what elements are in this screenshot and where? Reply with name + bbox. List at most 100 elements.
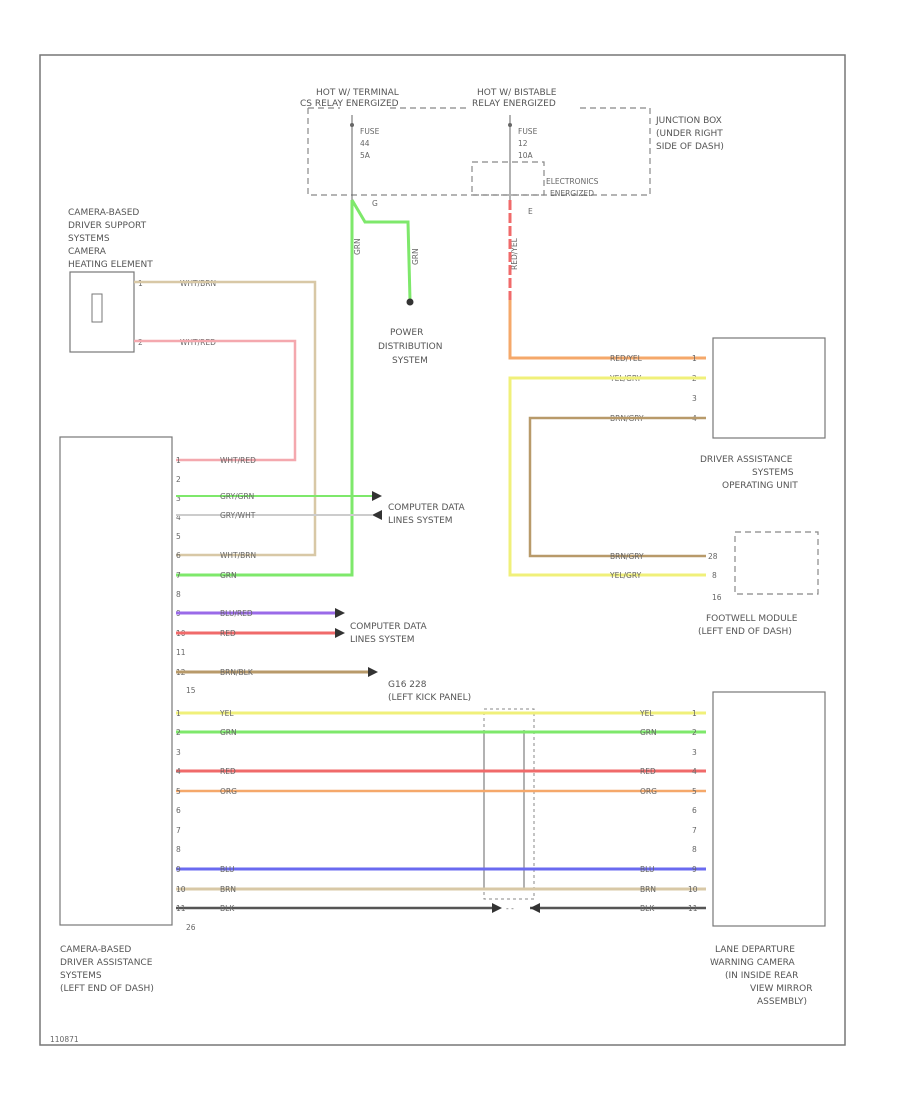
module-bpin: 11 bbox=[176, 904, 186, 913]
wire-label: GRN bbox=[220, 728, 237, 737]
yel-gry-wire bbox=[508, 376, 706, 577]
module-bpin: 7 bbox=[176, 826, 181, 835]
computer-data-2-line-1: COMPUTER DATA bbox=[350, 622, 427, 632]
pd-wire-label-3: RED/YEL bbox=[510, 237, 519, 270]
ground-label-2: (LEFT KICK PANEL) bbox=[388, 693, 471, 703]
wire-label: BRN bbox=[220, 885, 236, 894]
wire-label: ORG bbox=[220, 787, 237, 796]
footwell-pin: 8 bbox=[712, 571, 717, 580]
fuse-b-rating: 10A bbox=[518, 151, 534, 160]
wire-label: GRY/WHT bbox=[220, 511, 256, 520]
junction-box-label-3: SIDE OF DASH) bbox=[656, 142, 724, 152]
lane-departure-camera: LANE DEPARTURE WARNING CAMERA (IN INSIDE… bbox=[710, 691, 826, 1007]
footwell-wire-label: BRN/GRY bbox=[610, 552, 644, 561]
module-pin: 5 bbox=[176, 532, 181, 541]
computer-data-1-line-2: LINES SYSTEM bbox=[388, 516, 453, 526]
splice-g-label: G bbox=[372, 199, 378, 208]
camera-heating-element: CAMERA-BASED DRIVER SUPPORT SYSTEMS CAME… bbox=[68, 208, 216, 353]
module-pin: 8 bbox=[176, 590, 181, 599]
electronics-label-1: ELECTRONICS bbox=[546, 177, 599, 186]
lane-camera-wire-labels: YEL GRN RED ORG BLU BRN BLK bbox=[639, 709, 657, 913]
lane-pin: 1 bbox=[692, 709, 697, 718]
module-top-wires: WHT/RED GRY/GRN GRY/WHT WHT/BRN GRN BLU/… bbox=[176, 456, 382, 677]
lane-pin: 4 bbox=[692, 767, 697, 776]
pd-label-1: POWER bbox=[390, 328, 423, 338]
lane-label-3: (IN INSIDE REAR bbox=[725, 971, 798, 981]
lane-label-2: WARNING CAMERA bbox=[710, 958, 796, 968]
operating-unit-label-3: OPERATING UNIT bbox=[722, 481, 798, 491]
module-label-2: DRIVER ASSISTANCE bbox=[60, 958, 153, 968]
module-label-1: CAMERA-BASED bbox=[60, 945, 131, 955]
op-pin: 3 bbox=[692, 394, 697, 403]
footwell-label-1: FOOTWELL MODULE bbox=[706, 614, 798, 624]
module-bpin: 26 bbox=[186, 923, 196, 932]
wire-label: BLK bbox=[220, 904, 235, 913]
camera-label-2: DRIVER SUPPORT bbox=[68, 221, 147, 231]
wire-label: GRN bbox=[640, 728, 657, 737]
module-bpin: 6 bbox=[176, 806, 181, 815]
pd-label-3: SYSTEM bbox=[392, 356, 428, 366]
fuse-a-label: FUSE bbox=[360, 127, 380, 136]
diagram-frame bbox=[39, 54, 846, 1046]
module-bpin: 8 bbox=[176, 845, 181, 854]
fuse-a-rating: 5A bbox=[360, 151, 371, 160]
op-wire-label: RED/YEL bbox=[610, 354, 643, 363]
green-feed-wire bbox=[176, 200, 354, 577]
lane-pin: 11 bbox=[688, 904, 698, 913]
module-pin: 6 bbox=[176, 551, 181, 560]
wire-label: RED bbox=[640, 767, 656, 776]
operating-unit-label-1: DRIVER ASSISTANCE bbox=[700, 455, 793, 465]
junction-box: HOT W/ TERMINAL CS RELAY ENERGIZED HOT W… bbox=[300, 88, 724, 216]
wire-label: RED bbox=[220, 767, 236, 776]
module-pin: 11 bbox=[176, 648, 186, 657]
camera-pin-1: 1 bbox=[138, 279, 143, 288]
module-pin: 3 bbox=[176, 494, 181, 503]
bus-break-mark: - - bbox=[506, 904, 514, 913]
pd-wire-label-1: GRN bbox=[353, 238, 362, 255]
lane-label-5: ASSEMBLY) bbox=[757, 997, 807, 1007]
camera-label-4: CAMERA bbox=[68, 247, 107, 257]
power-distribution: GRN GRN RED/YEL POWER DISTRIBUTION SYSTE… bbox=[350, 199, 519, 366]
camera-wire-1: WHT/BRN bbox=[180, 279, 216, 288]
hot-terminal-label-2: CS RELAY ENERGIZED bbox=[300, 99, 399, 109]
lane-camera-pins: 1 2 3 4 5 6 7 8 9 10 11 bbox=[688, 709, 698, 913]
wire-label: YEL bbox=[639, 709, 654, 718]
module-pin: 4 bbox=[176, 513, 181, 522]
pd-wire-label-2: GRN bbox=[411, 248, 420, 265]
module-label-4: (LEFT END OF DASH) bbox=[60, 984, 154, 994]
red-yel-wire bbox=[508, 300, 706, 360]
wire-label: RED bbox=[220, 629, 236, 638]
lane-pin: 6 bbox=[692, 806, 697, 815]
module-pin: 15 bbox=[186, 686, 196, 695]
wire-label: BRN/BLK bbox=[220, 668, 254, 677]
wire-label: GRN bbox=[220, 571, 237, 580]
module-bottom-wire-labels: YEL GRN RED ORG BLU BRN BLK bbox=[219, 709, 237, 913]
wire-label: WHT/RED bbox=[220, 456, 256, 465]
lane-pin: 10 bbox=[688, 885, 698, 894]
wire-label: GRY/GRN bbox=[220, 492, 254, 501]
module-bpin: 9 bbox=[176, 865, 181, 874]
op-pin: 1 bbox=[692, 354, 697, 363]
wire-label: BRN bbox=[640, 885, 656, 894]
operating-unit-label-2: SYSTEMS bbox=[752, 468, 794, 478]
lane-pin: 9 bbox=[692, 865, 697, 874]
wire-label: BLU/RED bbox=[220, 609, 253, 618]
footwell-label-2: (LEFT END OF DASH) bbox=[698, 627, 792, 637]
electronics-label-2: ENERGIZED bbox=[550, 189, 594, 198]
hot-terminal-label-1: HOT W/ TERMINAL bbox=[316, 88, 399, 98]
footwell-module: FOOTWELL MODULE (LEFT END OF DASH) 28 8 … bbox=[609, 531, 819, 637]
module-bpin: 1 bbox=[176, 709, 181, 718]
lane-pin: 7 bbox=[692, 826, 697, 835]
module-bpin: 10 bbox=[176, 885, 186, 894]
wht-brn-wire bbox=[134, 280, 317, 557]
computer-data-1-line-1: COMPUTER DATA bbox=[388, 503, 465, 513]
wire-label: ORG bbox=[640, 787, 657, 796]
fuse-b-number: 12 bbox=[518, 139, 528, 148]
module-pin: 2 bbox=[176, 475, 181, 484]
module-pin: 7 bbox=[176, 571, 181, 580]
wire-label: BLU bbox=[640, 865, 654, 874]
module-bpin: 2 bbox=[176, 728, 181, 737]
fuse-a-number: 44 bbox=[360, 139, 370, 148]
computer-data-2-line-2: LINES SYSTEM bbox=[350, 635, 415, 645]
